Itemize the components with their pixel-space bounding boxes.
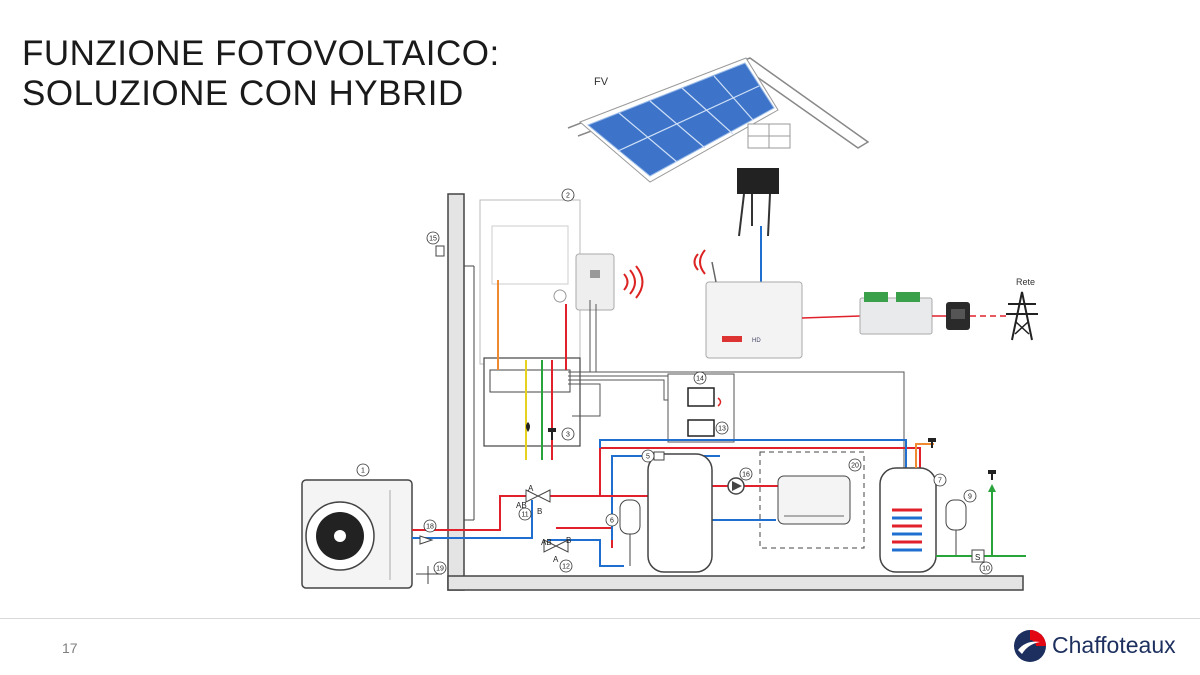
pv-label: FV bbox=[594, 76, 609, 88]
component-marker-11: 11 bbox=[518, 507, 532, 521]
component-number: 14 bbox=[696, 376, 704, 383]
grid-label: Rete bbox=[1016, 277, 1035, 287]
hot-water-tap-icon bbox=[928, 438, 936, 448]
title-line-2: SOLUZIONE CON HYBRID bbox=[22, 74, 464, 113]
wifi-signal-icon bbox=[699, 249, 706, 275]
component-number: 7 bbox=[938, 478, 942, 485]
component-marker-13: 13 bbox=[715, 421, 729, 435]
component-marker-20: 20 bbox=[848, 458, 862, 472]
component-marker-16: 16 bbox=[739, 467, 753, 481]
component-marker-10: 10 bbox=[979, 561, 993, 575]
component-marker-12: 12 bbox=[559, 559, 573, 573]
sensor-s-label: S bbox=[975, 553, 980, 562]
flame-icon bbox=[526, 422, 530, 432]
component-number: 5 bbox=[646, 454, 650, 461]
three-way-valve-11: A AB B bbox=[516, 484, 551, 516]
component-number: 13 bbox=[718, 426, 726, 433]
component-marker-15: 15 bbox=[426, 231, 440, 245]
brand-name: Chaffoteaux bbox=[1052, 632, 1176, 658]
circulator-pump bbox=[727, 477, 745, 495]
outdoor-sensor bbox=[435, 245, 445, 257]
three-way-valve-12: AB B A bbox=[541, 536, 571, 564]
svg-text:AB: AB bbox=[541, 538, 552, 547]
component-number: 3 bbox=[566, 432, 570, 439]
page-number: 17 bbox=[62, 640, 78, 656]
footer-divider bbox=[0, 618, 1200, 619]
component-marker-1: 1 bbox=[356, 463, 370, 477]
current-transformer bbox=[946, 302, 970, 330]
cold-water-tap-icon bbox=[988, 470, 996, 480]
component-number: 20 bbox=[851, 463, 859, 470]
component-number: 2 bbox=[566, 193, 570, 200]
valve-18 bbox=[419, 535, 434, 545]
svg-text:A: A bbox=[553, 555, 559, 564]
chaffoteaux-logo: Chaffoteaux bbox=[1012, 628, 1192, 664]
expansion-vessel bbox=[619, 499, 641, 566]
svg-text:AB: AB bbox=[516, 501, 527, 510]
tap-icon bbox=[548, 428, 556, 440]
component-marker-5: 5 bbox=[641, 449, 655, 463]
grid-pylon-icon: Rete bbox=[1006, 277, 1038, 341]
solar-panel-array bbox=[587, 62, 775, 177]
slide-title: FUNZIONE FOTOVOLTAICO: SOLUZIONE CON HYB… bbox=[22, 34, 500, 114]
svg-text:HD: HD bbox=[752, 338, 761, 344]
component-marker-14: 14 bbox=[693, 371, 707, 385]
component-number: 18 bbox=[426, 524, 434, 531]
roof-with-pv: FV bbox=[567, 57, 870, 183]
chaffoteaux-logo-icon bbox=[1014, 630, 1046, 662]
component-marker-3: 3 bbox=[561, 427, 575, 441]
hybrid-inverter: HD bbox=[693, 249, 803, 359]
svg-text:A: A bbox=[528, 484, 534, 493]
component-marker-9: 9 bbox=[963, 489, 977, 503]
wifi-gateway bbox=[575, 253, 644, 311]
component-number: 19 bbox=[436, 566, 444, 573]
component-marker-6: 6 bbox=[605, 513, 619, 527]
component-number: 16 bbox=[742, 472, 750, 479]
component-number: 1 bbox=[361, 468, 365, 475]
component-marker-2: 2 bbox=[561, 188, 575, 202]
hydraulic-diagram: FV HD Rete bbox=[301, 57, 1038, 591]
svg-text:B: B bbox=[537, 507, 542, 516]
component-number: 11 bbox=[521, 512, 528, 519]
dhw-cylinder bbox=[879, 438, 937, 573]
dhw-expansion-vessel bbox=[945, 499, 967, 556]
component-number: 15 bbox=[429, 236, 437, 243]
drain-valve-19 bbox=[416, 566, 442, 584]
hybrid-indoor-unit bbox=[479, 199, 581, 460]
component-number: 9 bbox=[968, 494, 972, 501]
component-number: 12 bbox=[562, 564, 570, 571]
component-marker-19: 19 bbox=[433, 561, 447, 575]
radiator-zone bbox=[759, 451, 865, 549]
buffer-tank bbox=[647, 451, 713, 573]
component-number: 10 bbox=[982, 566, 990, 573]
title-line-1: FUNZIONE FOTOVOLTAICO: bbox=[22, 34, 500, 73]
component-number: 6 bbox=[610, 518, 614, 525]
energy-meter bbox=[859, 292, 933, 335]
component-marker-18: 18 bbox=[423, 519, 437, 533]
svg-text:B: B bbox=[566, 536, 571, 545]
building-wall bbox=[447, 193, 1024, 591]
pv-optimizer bbox=[737, 168, 779, 282]
component-marker-7: 7 bbox=[933, 473, 947, 487]
outdoor-heat-pump bbox=[301, 479, 413, 589]
